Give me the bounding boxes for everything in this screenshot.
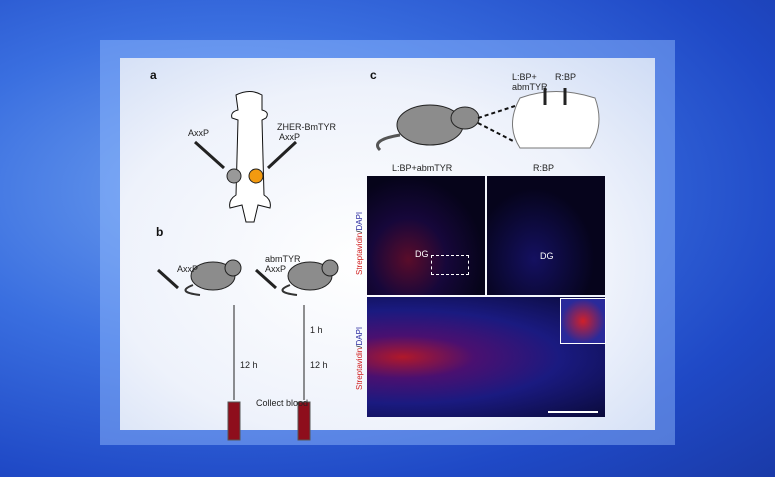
scale-bar [548,411,598,413]
panel-a-label: a [150,68,157,82]
time-12h-left: 12 h [240,360,258,370]
left-group-label: AxxP [177,264,199,274]
region-right-label: DG [540,251,554,261]
time-12h-right: 12 h [310,360,328,370]
mouse-dorsal-illustration [229,91,271,223]
left-injection-label: AxxP [188,128,210,138]
right-injection-label-1: ZHER-BmTYR [277,122,336,132]
stain-blue: DAPI [355,326,364,346]
blood-tube [297,401,311,441]
brain-right-label: R:BP [555,72,577,82]
gray-tumor [226,168,242,184]
stain-blue: DAPI [355,211,364,231]
brain-left-label-2: abmTYR [512,82,548,92]
right-injection-label-2: AxxP [279,132,301,142]
syringe-icon [266,140,298,170]
micrograph-right [487,176,605,295]
right-group-label-2: AxxP [265,264,287,274]
stain-red: Streptavidin [355,232,364,275]
zoom-region-box [431,255,469,275]
micrograph-left [367,176,485,295]
right-group-label-1: abmTYR [265,254,301,264]
region-left-label: DG [415,249,429,259]
syringe-icon [156,268,180,290]
syringe-icon [193,140,226,170]
time-1h: 1 h [310,325,323,335]
column-left-label: L:BP+abmTYR [392,163,453,173]
orange-tumor [248,168,264,184]
column-right-label: R:BP [533,163,555,173]
micrograph-inset [560,298,606,344]
brain-left-label: L:BP+ [512,72,537,82]
stain-label-bottom: Streptavidin/DAPI [355,327,364,390]
stain-label-top: Streptavidin/DAPI [355,212,364,275]
mouse-icon [396,104,464,146]
panel-b-label: b [156,225,164,239]
collect-blood-label: Collect blood [256,398,309,408]
blood-tube [227,401,241,441]
stain-red: Streptavidin [355,347,364,390]
brain-section-icon [512,91,600,149]
panel-c-label: c [370,68,377,82]
syringe-icon [254,268,278,290]
